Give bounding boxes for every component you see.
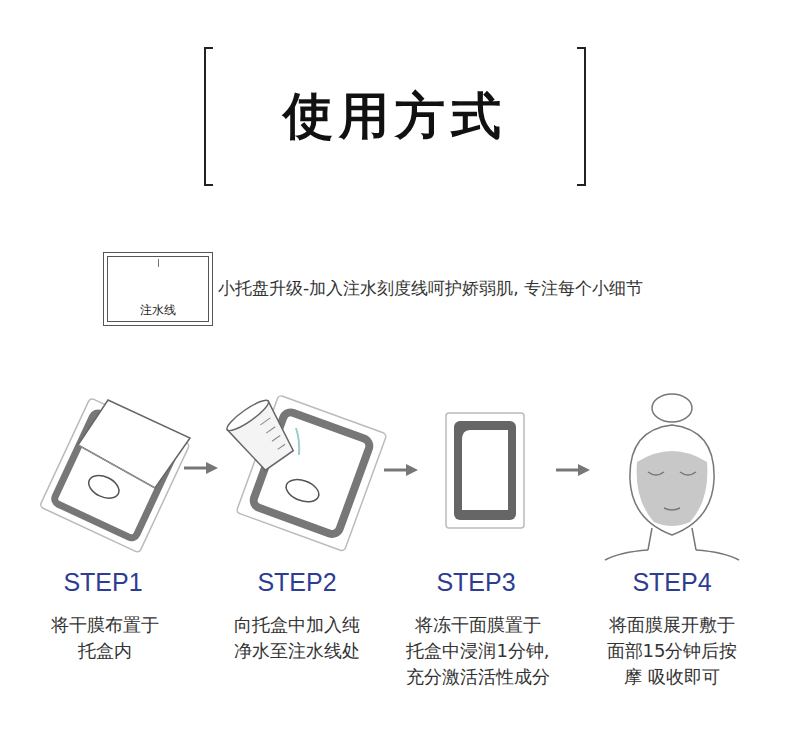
step-number: STEP1 [28,566,178,598]
node-label: 注水线 [104,302,212,319]
description: 小托盘升级-加入注水刻度线呵护娇弱肌, 专注每个小细节 [218,277,778,299]
step-text: 向托盒中加入纯 净水至注水线处 [232,612,363,664]
scale-tick [158,259,159,267]
step-number: STEP4 [597,566,747,598]
step4-illustration [605,394,739,560]
step-number: STEP2 [222,566,372,598]
step-text: 将干膜布置于 托盒内 [47,612,163,664]
step3-illustration [446,413,524,528]
step-number: STEP3 [401,566,551,598]
title: 使用方式 [205,84,585,148]
step2-illustration [224,395,387,552]
title-bracket [205,48,585,185]
step-text: 将面膜展开敷于 面部15分钟后按摩 吸收即可 [598,612,746,690]
step-arrow [184,462,590,476]
tray-icon: 注水线 [103,252,213,326]
step1-illustration [39,398,190,553]
step-text: 将冻干面膜置于 托盒中浸润1分钟, 充分激活活性成分 [405,612,551,690]
